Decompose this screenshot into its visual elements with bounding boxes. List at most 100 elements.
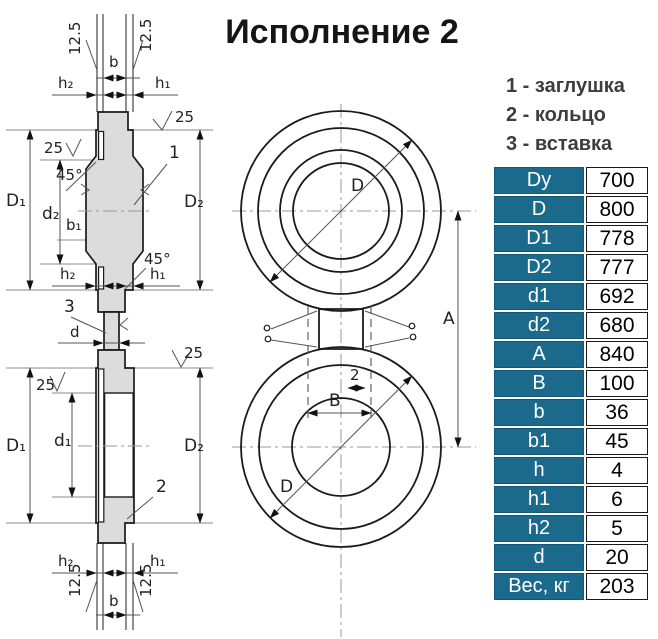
param-cell: B [494,370,584,397]
value-cell: 700 [586,167,648,194]
roughness-12-5-top-left: 12.5 [66,22,84,55]
dim-label-h2-mid: h₂ [60,265,76,283]
param-cell: b [494,399,584,426]
dim-label-h2-top: h₂ [58,74,74,92]
part-label-2: 2 [156,477,167,497]
value-cell: 4 [586,457,648,484]
dim-label-d1: d₁ [54,431,72,451]
dim-line-D-bottom [269,375,413,519]
dim-label-h1-top: h₁ [155,74,171,92]
param-cell: d [494,544,584,571]
roughness-12-5-bottom-left: 12.5 [66,564,84,597]
dim-label-h2-bottom: h₂ [58,552,74,570]
param-cell: d1 [494,283,584,310]
value-cell: 203 [586,573,648,600]
param-cell: d2 [494,312,584,339]
blank-groove-top [97,130,105,161]
page-title: Исполнение 2 [225,13,459,51]
legend-item-3: 3 - вставка [506,133,613,155]
blank-groove-bottom [97,266,105,290]
dim-label-h1-bottom: h₁ [150,552,166,570]
param-cell: D [494,196,584,223]
dim-label-b-top: b [109,53,119,71]
legend-item-2: 2 - кольцо [506,104,606,126]
dim-label-D2-upper: D₂ [184,192,204,212]
roughness-marks [49,110,193,393]
part-label-3: 3 [64,297,75,317]
leader-lines [65,39,168,613]
value-cell: 36 [586,399,648,426]
param-cell: Dy [494,167,584,194]
dim-label-gap-2: 2 [350,366,360,384]
technical-drawing: 12.5 12.5 12.5 12.5 b h₂ h₁ 25 25 45° 45… [6,14,476,637]
param-cell: h2 [494,515,584,542]
dim-label-B: B [329,391,341,411]
roughness-25-top-left: 25 [44,139,63,157]
dim-line-D-top [269,139,413,283]
dim-label-D-top: D [351,176,364,196]
roughness-25-lower-left: 25 [36,376,55,394]
roughness-12-5-bottom-right: 12.5 [137,564,155,597]
roughness-25-lower-right: 25 [184,344,203,362]
dimension-lines [26,129,204,524]
legend-item-1: 1 - заглушка [506,75,625,97]
param-cell: h [494,457,584,484]
dim-label-d2: d₂ [42,204,60,224]
dim-label-D-bottom: D [280,477,293,497]
chamfer-45-lower: 45° [144,250,171,268]
ring-bore [103,392,134,498]
value-cell: 5 [586,515,648,542]
value-cell: 680 [586,312,648,339]
dim-label-D2-lower: D₂ [184,436,204,456]
param-cell: h1 [494,486,584,513]
value-cell: 6 [586,486,648,513]
value-cell: 800 [586,196,648,223]
value-cell: 45 [586,428,648,455]
value-cell: 692 [586,283,648,310]
dim-label-d-stem: d [70,323,80,341]
dim-label-D1-lower: D₁ [6,436,26,456]
param-cell: D2 [494,254,584,281]
roughness-12-5-top-right: 12.5 [137,19,155,52]
chamfer-45-upper: 45° [56,166,83,184]
pipe-lines-bottom [96,543,134,630]
dim-label-h1-mid: h₁ [150,265,166,283]
param-cell: A [494,341,584,368]
value-cell: 100 [586,370,648,397]
param-cell: D1 [494,225,584,252]
dim-label-A: A [443,309,455,329]
dim-label-D1-upper: D₁ [6,191,26,211]
value-cell: 777 [586,254,648,281]
value-cell: 20 [586,544,648,571]
eyelets [263,310,417,348]
dim-label-b1: b₁ [66,216,82,234]
value-cell: 778 [586,225,648,252]
roughness-25-top-right: 25 [175,108,194,126]
param-cell: Вес, кг [494,573,584,600]
section-view: 12.5 12.5 12.5 12.5 b h₂ h₁ 25 25 45° 45… [6,14,213,630]
dim-label-b-bottom: b [109,592,119,610]
value-cell: 840 [586,341,648,368]
part-label-1: 1 [169,143,180,163]
part-blank-section [85,111,144,313]
front-view: A D D B 2 [232,104,476,637]
part-insert-section [103,311,120,351]
parts-legend: 1 - заглушка 2 - кольцо 3 - вставка [506,72,625,159]
